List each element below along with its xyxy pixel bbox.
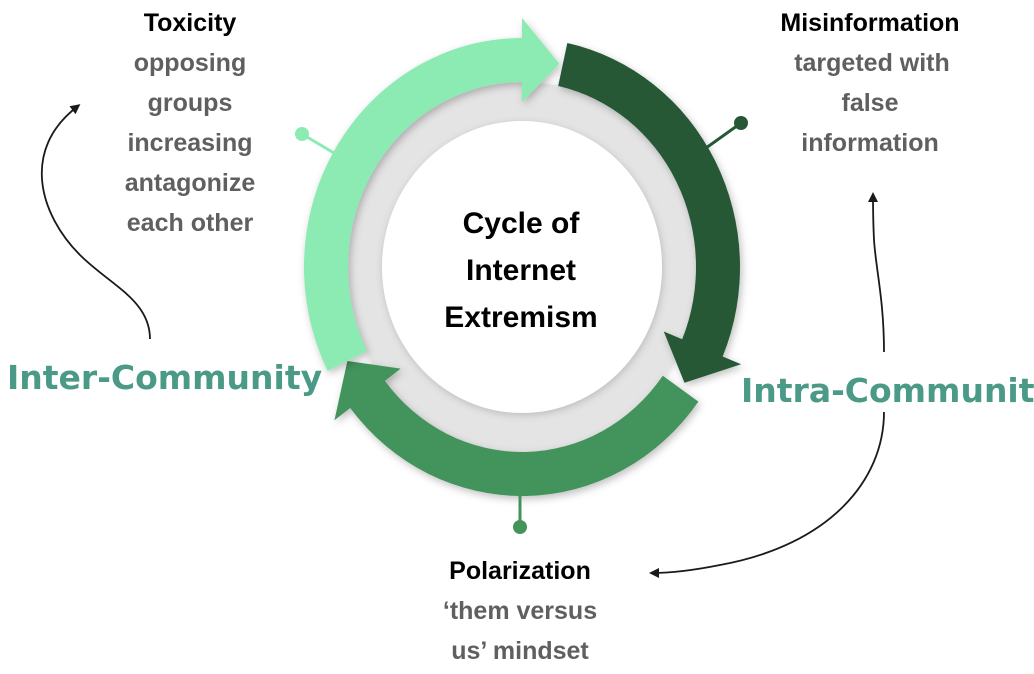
stage-description-line: information (801, 129, 939, 157)
callout-dot-misinformation (734, 116, 748, 130)
stage-title: Toxicity (143, 9, 237, 37)
stage-description-line: ‘them versus (442, 597, 598, 625)
center-title: Cycle of Internet Extremism (400, 200, 642, 341)
cycle-ring (303, 18, 742, 496)
stage-description-line: groups (147, 89, 233, 117)
stage-polarization: Polarization ‘them versus us’ mindset (420, 551, 620, 671)
center-white-circle (382, 121, 662, 413)
stage-description-line: each other (126, 209, 254, 237)
inter-community-label: Inter-Community (7, 358, 323, 397)
callout-toxicity (295, 127, 335, 155)
stage-description-line: antagonize (124, 169, 256, 197)
stage-misinformation: Misinformation targeted with false infor… (752, 3, 988, 163)
center-disc (347, 82, 697, 452)
callout-dot-polarization (513, 520, 527, 534)
stage-title: Polarization (449, 557, 591, 585)
intra-community-label: Intra-Community (741, 371, 1034, 410)
stage-description-line: us’ mindset (451, 637, 589, 665)
inter-community-arrow (40, 104, 151, 340)
stage-description-line: targeted with (794, 49, 950, 77)
stage-title: Misinformation (780, 9, 960, 37)
ring-segment-misinformation (558, 43, 742, 383)
ring-segment-toxicity (303, 18, 560, 371)
intra-community-up-arrow (868, 192, 885, 353)
callout-polarization (513, 494, 527, 534)
intra-community-down-arrow (649, 411, 885, 578)
ring-segment-polarization (334, 360, 699, 496)
center-title-line: Cycle of (462, 207, 580, 240)
stage-description-line: opposing (133, 49, 247, 77)
callout-misinformation (705, 116, 748, 150)
stage-description-line: false (841, 89, 899, 117)
callout-dot-toxicity (295, 127, 309, 141)
stage-toxicity: Toxicity opposing groups increasing anta… (90, 3, 290, 243)
stage-description-line: increasing (127, 129, 253, 157)
center-title-line: Extremism (444, 301, 598, 334)
center-title-line: Internet (465, 254, 576, 287)
